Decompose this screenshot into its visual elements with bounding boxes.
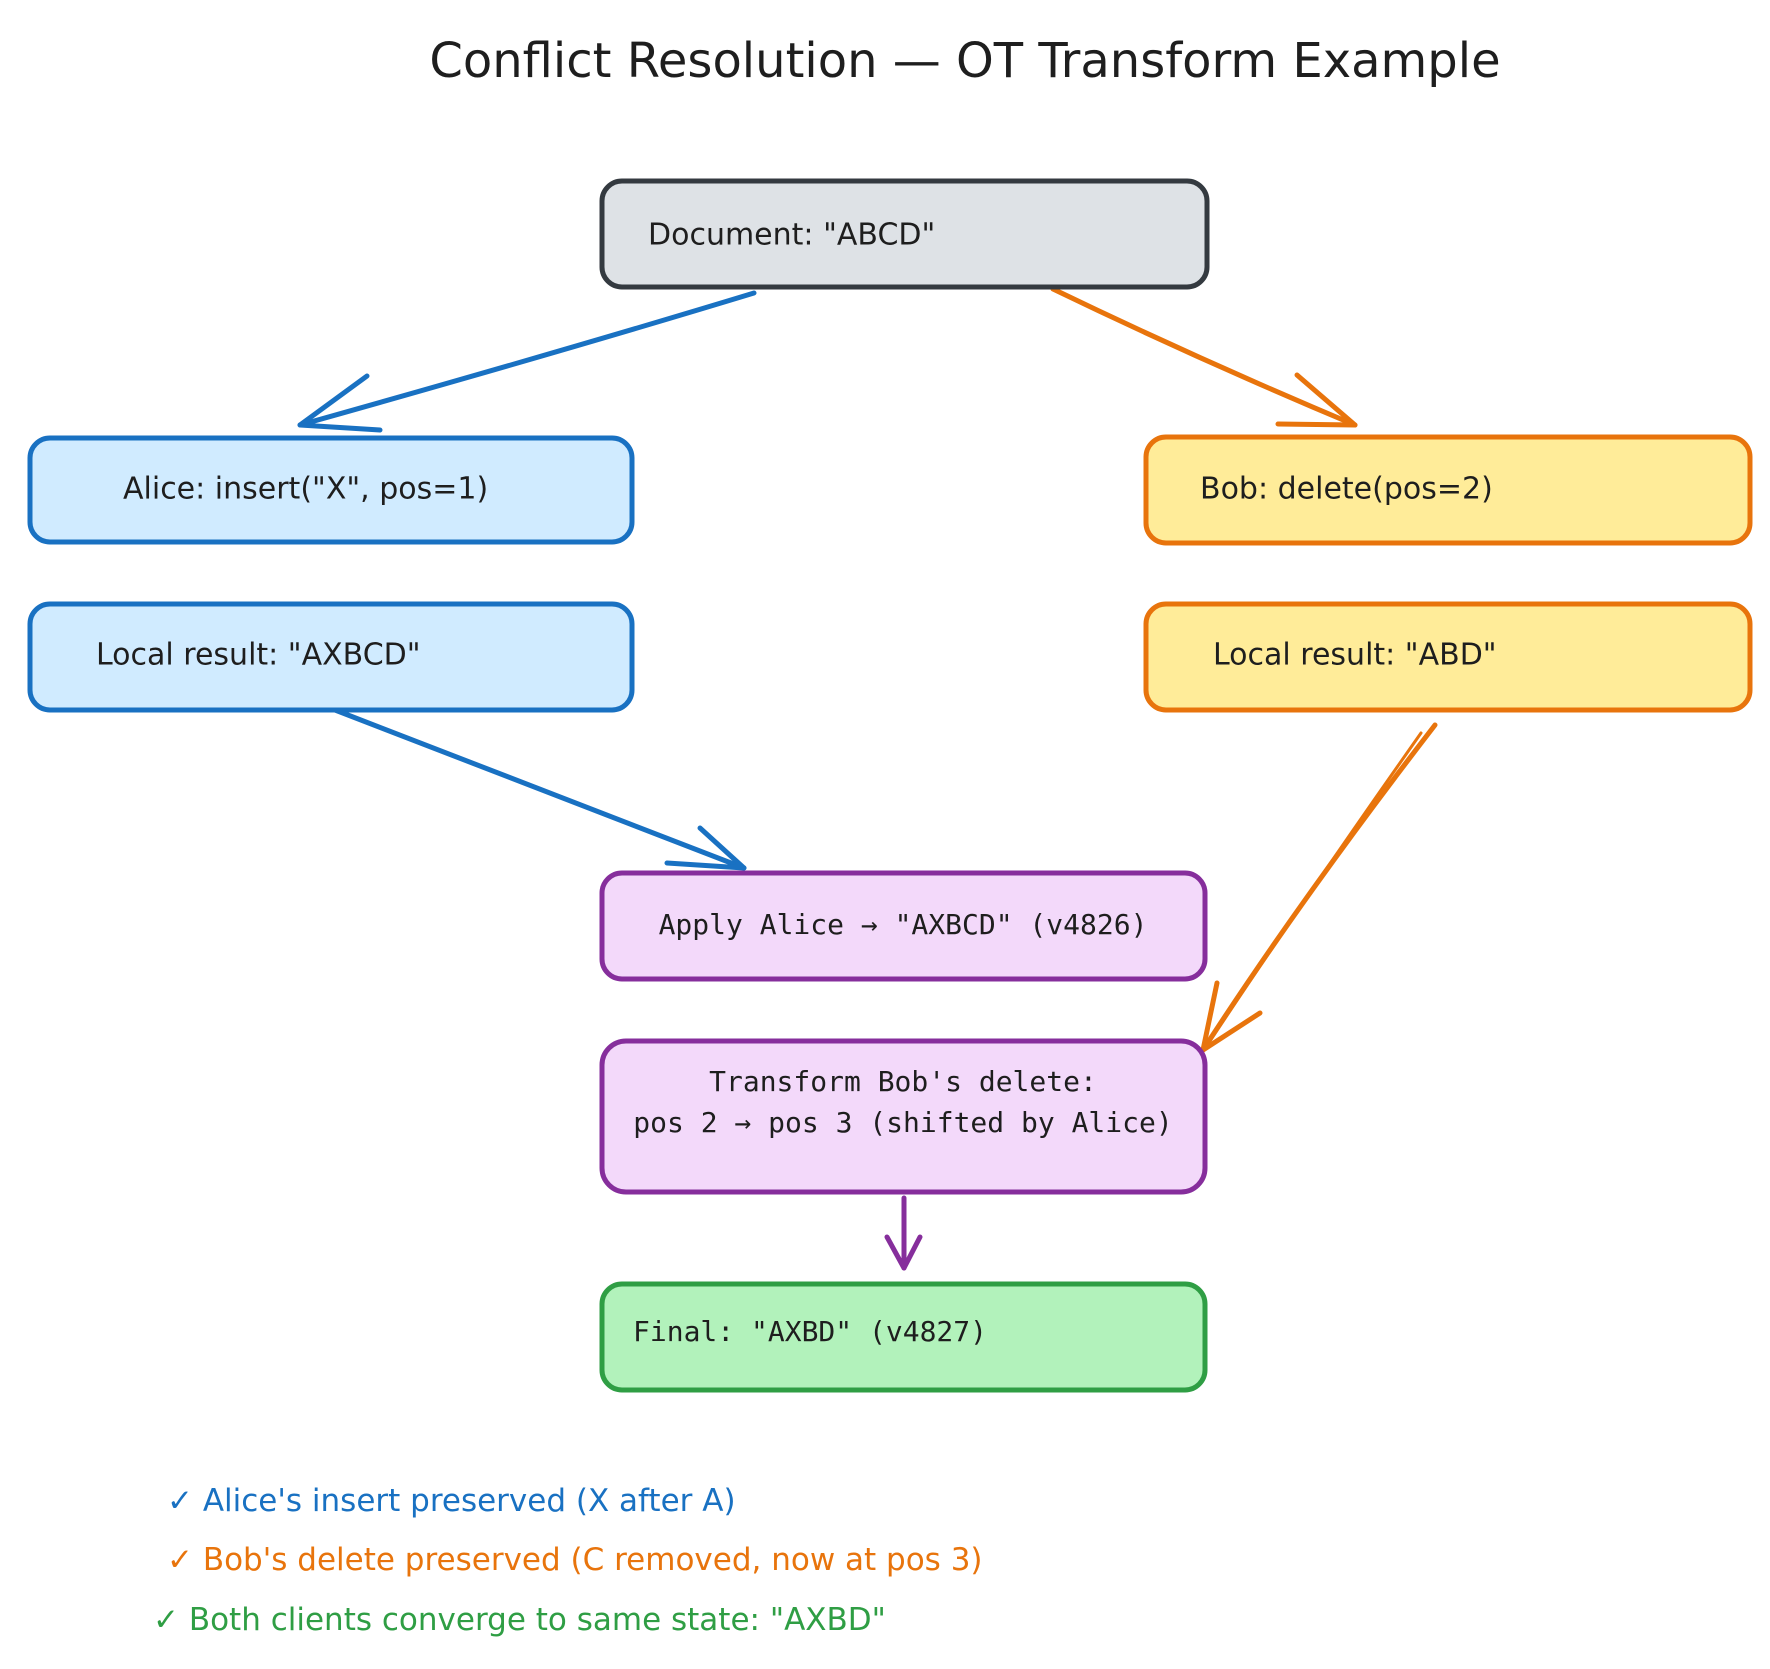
note-converge: ✓ Both clients converge to same state: "… xyxy=(153,1602,886,1638)
node-final: Final: "AXBD" (v4827) xyxy=(599,1281,1208,1393)
note-bob-preserved: ✓ Bob's delete preserved (C removed, now… xyxy=(167,1542,983,1578)
node-apply-alice: Apply Alice → "AXBCD" (v4826) xyxy=(599,870,1208,982)
node-alice-insert: Alice: insert("X", pos=1) xyxy=(27,435,635,545)
node-transform-bob: Transform Bob's delete: pos 2 → pos 3 (s… xyxy=(599,1038,1208,1195)
arrow-document-to-bob xyxy=(1050,286,1358,428)
node-transform-line2: pos 2 → pos 3 (shifted by Alice) xyxy=(633,1106,1172,1139)
arrow-bob-local-to-transform xyxy=(1200,722,1438,1053)
node-bob-local-result: Local result: "ABD" xyxy=(1143,601,1753,713)
note-alice-preserved: ✓ Alice's insert preserved (X after A) xyxy=(167,1483,736,1519)
node-apply-alice-label: Apply Alice → "AXBCD" (v4826) xyxy=(659,908,1148,941)
node-document: Document: "ABCD" xyxy=(599,178,1210,290)
diagram-title: Conflict Resolution — OT Transform Examp… xyxy=(429,33,1500,89)
node-alice-local-result: Local result: "AXBCD" xyxy=(27,601,635,713)
node-bob-delete: Bob: delete(pos=2) xyxy=(1143,434,1753,546)
node-final-label: Final: "AXBD" (v4827) xyxy=(633,1315,987,1348)
arrow-transform-to-final xyxy=(884,1195,923,1271)
node-bob-delete-label: Bob: delete(pos=2) xyxy=(1200,472,1493,507)
node-alice-insert-label: Alice: insert("X", pos=1) xyxy=(123,472,488,507)
node-bob-local-result-label: Local result: "ABD" xyxy=(1213,638,1497,673)
arrow-document-to-alice xyxy=(297,290,757,433)
node-alice-local-result-label: Local result: "AXBCD" xyxy=(96,638,421,673)
arrow-alice-local-to-apply xyxy=(332,707,747,871)
node-transform-line1: Transform Bob's delete: xyxy=(709,1065,1097,1098)
node-document-label: Document: "ABCD" xyxy=(648,218,935,253)
